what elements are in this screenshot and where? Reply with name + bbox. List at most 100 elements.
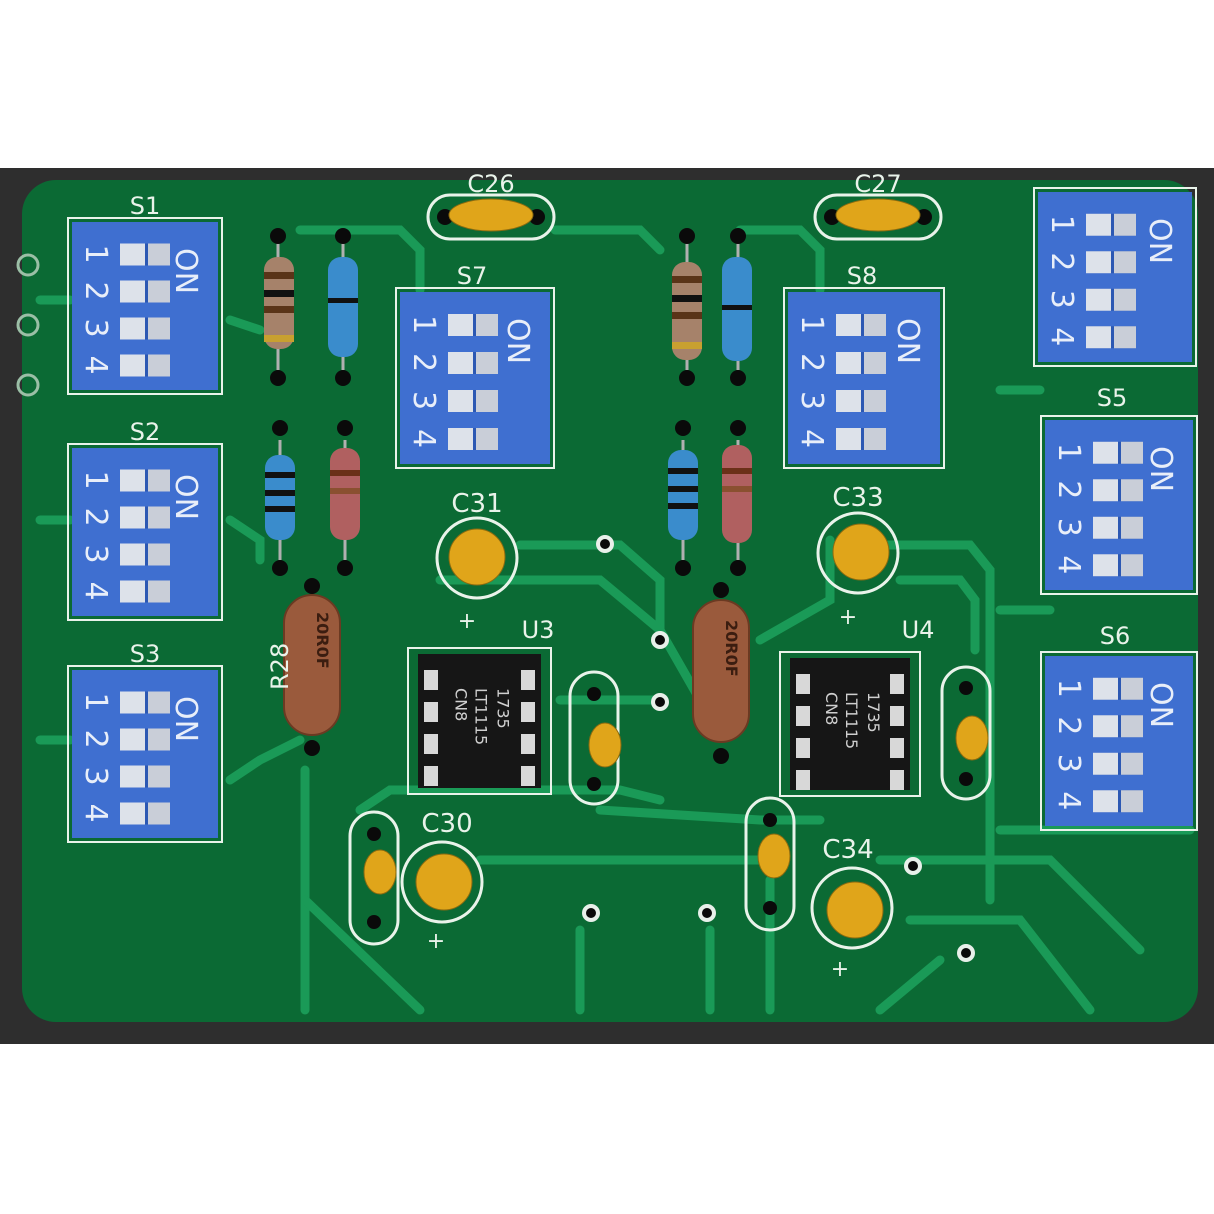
dip-toggle[interactable] [1086,326,1111,349]
dip-toggle-right [148,765,170,788]
dip-toggle[interactable] [120,280,145,303]
capacitor-small-1 [568,670,622,806]
dip-position-number: 1 [406,315,441,334]
dip-toggle[interactable] [120,580,145,603]
dip-toggle-right [864,428,886,450]
capacitor-small-2 [940,665,992,801]
dip-toggle[interactable] [1093,554,1118,577]
dip-silk-outline [1033,187,1197,367]
chip-package: CN8 [822,692,841,725]
dip-toggle-right [148,243,170,266]
chip-part-number: LT1115 [472,688,491,745]
c33-label: C33 [832,483,883,513]
dip-position-number: 4 [78,356,113,375]
dip-toggle[interactable] [120,243,145,266]
dip-toggle[interactable] [1086,251,1111,274]
dip-ref-label: S6 [1100,622,1131,650]
dip-position-number: 3 [406,391,441,410]
chip-pin [424,766,438,786]
dip-toggle-right [476,428,498,450]
dip-toggle[interactable] [120,728,145,751]
dip-position-number: 4 [78,582,113,601]
dip-toggle-right [1121,554,1143,577]
dip-toggle-right [148,317,170,340]
resistor-8 [722,440,752,560]
dip-position-number: 2 [794,353,829,372]
dip-toggle[interactable] [120,469,145,492]
chip-pin [890,706,904,726]
chip-pin [890,770,904,790]
resistor-7 [668,440,698,560]
dip-position-number: 4 [78,804,113,823]
dip-toggle-right [1121,677,1143,700]
resistor-r28: 20R0F R28 [266,594,341,736]
edge-holes [16,253,40,397]
dip-position-number: 3 [78,319,113,338]
chip-pin [890,738,904,758]
dip-toggle[interactable] [120,543,145,566]
chip-pin [796,738,810,758]
dip-toggle[interactable] [120,354,145,377]
dip-position-number: 1 [78,471,113,490]
c30-label: C30 [421,809,472,839]
dip-ref-label: S3 [130,640,161,668]
dip-toggle[interactable] [120,802,145,825]
dip-toggle[interactable] [120,691,145,714]
dip-toggle[interactable] [1093,790,1118,813]
dip-toggle[interactable] [120,506,145,529]
resistors: 20R0F R28 20R0F [264,235,752,743]
capacitor-c26: C26 [426,170,556,241]
dip-toggle[interactable] [448,352,473,374]
dip-on-label: ON [1143,446,1178,492]
dip-toggle[interactable] [1093,677,1118,700]
dip-toggle[interactable] [1093,479,1118,502]
dip-toggle-right [1121,516,1143,539]
dip-toggle[interactable] [1093,715,1118,738]
dip-position-number: 3 [794,391,829,410]
dip-toggle[interactable] [836,352,861,374]
dip-position-number: 2 [406,353,441,372]
dip-toggle[interactable] [448,428,473,450]
dip-toggle[interactable] [1086,213,1111,236]
dip-toggle-right [148,506,170,529]
c33-plus: + [839,605,857,630]
dip-toggle-right [864,314,886,336]
dip-toggle[interactable] [120,765,145,788]
dip-toggle-right [148,691,170,714]
dip-position-number: 1 [78,245,113,264]
dip-toggle[interactable] [836,390,861,412]
chip-date-code: 1735 [494,688,513,729]
dip-toggle[interactable] [1093,441,1118,464]
resistor-4 [330,440,360,560]
resistor-5 [672,235,702,370]
dip-switches: S1ON1234S2ON1234S3ON1234S7ON1234S8ON1234… [67,187,1198,843]
dip-toggle[interactable] [448,314,473,336]
dip-toggle[interactable] [1086,288,1111,311]
resistor-second-power: 20R0F [692,599,750,743]
dip-toggle[interactable] [836,428,861,450]
dip-toggle[interactable] [836,314,861,336]
dip-toggle[interactable] [1093,752,1118,775]
dip-toggle-right [1121,715,1143,738]
chip-ref-label: U3 [522,616,555,644]
dip-position-number: 3 [1051,754,1086,773]
dip-silk-outline [1040,415,1198,595]
c27-label: C27 [854,170,901,198]
c26-label: C26 [467,170,514,198]
dip-toggle-right [148,354,170,377]
dip-toggle-right [1114,326,1136,349]
solder-pads [270,228,746,764]
chip-pin [796,706,810,726]
dip-toggle-right [148,280,170,303]
dip-toggle-right [148,469,170,492]
dip-toggle[interactable] [120,317,145,340]
dip-toggle[interactable] [448,390,473,412]
dip-silk-outline [67,665,223,843]
dip-position-number: 2 [1051,716,1086,735]
dip-toggle[interactable] [1093,516,1118,539]
